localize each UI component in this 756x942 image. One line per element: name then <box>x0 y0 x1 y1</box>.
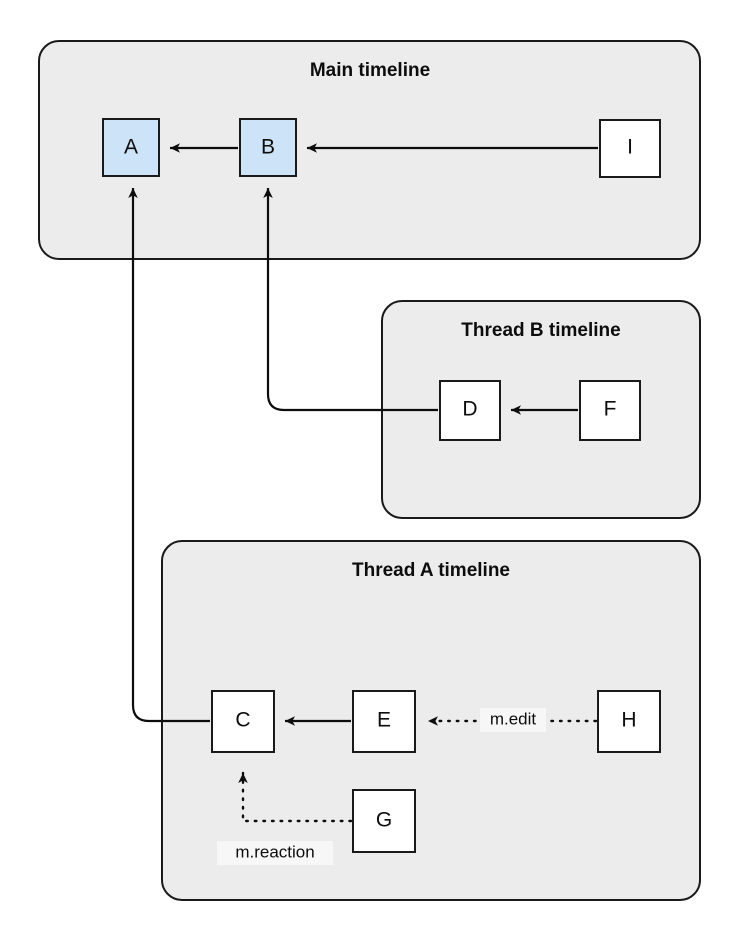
node-C[interactable]: C <box>211 690 275 753</box>
node-label-E: E <box>377 709 391 732</box>
node-box-F[interactable] <box>579 380 641 441</box>
node-box-A[interactable] <box>102 118 160 177</box>
node-A[interactable]: A <box>102 118 160 177</box>
edge-label-text-H-to-E: m.edit <box>490 709 537 728</box>
node-label-D: D <box>462 398 477 421</box>
edge-label-H-to-E: m.edit <box>480 708 546 732</box>
node-box-I[interactable] <box>599 119 661 178</box>
edge-label-G-to-C: m.reaction <box>217 841 333 865</box>
group-title-thread-b: Thread B timeline <box>461 320 620 341</box>
node-D[interactable]: D <box>439 380 501 441</box>
node-label-A: A <box>124 136 138 159</box>
edge-C-to-A <box>128 188 210 723</box>
node-E[interactable]: E <box>352 690 416 753</box>
group-main: Main timeline <box>38 40 701 260</box>
edge-labels: m.edit m.reaction <box>217 708 546 865</box>
node-B[interactable]: B <box>239 118 297 177</box>
node-H[interactable]: H <box>597 690 661 753</box>
node-box-G[interactable] <box>352 789 416 853</box>
node-I[interactable]: I <box>599 119 661 178</box>
node-label-I: I <box>627 136 633 159</box>
node-box-E[interactable] <box>352 690 416 753</box>
node-G[interactable]: G <box>352 789 416 853</box>
node-label-H: H <box>621 709 636 732</box>
node-label-F: F <box>604 398 617 421</box>
edge-D-to-B <box>263 188 438 412</box>
node-box-B[interactable] <box>239 118 297 177</box>
node-label-B: B <box>261 136 275 159</box>
node-label-C: C <box>235 709 250 732</box>
edge-label-text-G-to-C: m.reaction <box>235 842 314 861</box>
nodes: A B I D F C E H G <box>102 118 661 853</box>
edge-label-halo-H-to-E <box>480 708 546 732</box>
edge-label-halo-G-to-C <box>217 841 333 865</box>
group-box-main <box>38 40 701 260</box>
node-F[interactable]: F <box>579 380 641 441</box>
group-title-main: Main timeline <box>310 60 430 81</box>
node-label-G: G <box>376 809 392 832</box>
node-box-D[interactable] <box>439 380 501 441</box>
edge-G-to-C <box>238 771 353 823</box>
edges <box>128 143 598 823</box>
node-box-H[interactable] <box>597 690 661 753</box>
group-title-thread-a: Thread A timeline <box>352 560 510 581</box>
node-box-C[interactable] <box>211 690 275 753</box>
